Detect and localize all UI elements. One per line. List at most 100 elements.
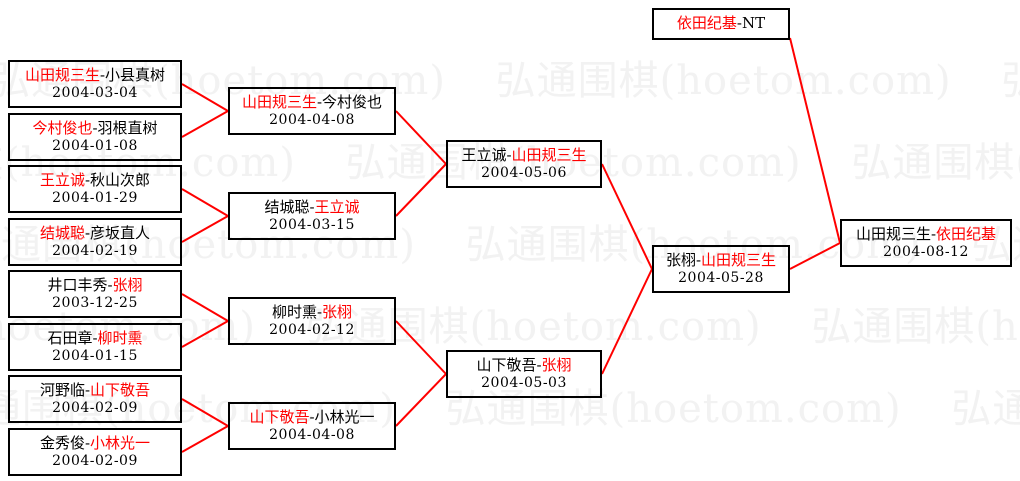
name-separator: - xyxy=(309,407,315,426)
player-loser: NT xyxy=(741,14,766,33)
connector-r1m7-r2m4 xyxy=(181,398,229,427)
player-loser: 张栩 xyxy=(665,250,696,269)
match-date: 2004-08-12 xyxy=(883,243,969,260)
match-players: 山田规三生-小县真树 xyxy=(24,65,166,85)
name-separator: - xyxy=(84,433,91,452)
match-date: 2004-02-12 xyxy=(269,321,355,338)
match-date: 2004-02-09 xyxy=(52,399,138,416)
player-winner: 张栩 xyxy=(541,355,572,374)
player-winner: 王立诚 xyxy=(314,197,360,216)
match-date: 2004-01-29 xyxy=(52,189,138,206)
name-separator: - xyxy=(930,224,937,243)
name-separator: - xyxy=(316,302,323,321)
match-box-r1m6[interactable]: 石田章-柳时熏 2004-01-15 xyxy=(8,323,182,371)
player-winner: 山下敬吾 xyxy=(249,407,310,426)
player-loser: 金秀俊 xyxy=(39,433,85,452)
player-winner: 山田规三生 xyxy=(24,65,100,84)
match-box-r4m1[interactable]: 张栩-山田规三生 2004-05-28 xyxy=(652,245,790,293)
player-loser: 山下敬吾 xyxy=(476,355,537,374)
match-box-r1m2[interactable]: 今村俊也-羽根直树 2004-01-08 xyxy=(8,113,182,161)
match-players: 结城聪-王立诚 xyxy=(264,197,360,217)
player-winner: 结城聪 xyxy=(39,223,85,242)
player-loser: 羽根直树 xyxy=(97,118,158,137)
match-date: 2004-03-15 xyxy=(269,216,355,233)
connector-r1m5-r2m3 xyxy=(181,293,229,322)
name-separator: - xyxy=(92,118,98,137)
match-players: 柳时熏-张栩 xyxy=(272,302,353,322)
name-separator: - xyxy=(99,65,106,84)
match-players: 结城聪-彦坂直人 xyxy=(39,223,151,243)
connector-r1m1-r2m1 xyxy=(181,83,229,112)
match-box-r2m2[interactable]: 结城聪-王立诚 2004-03-15 xyxy=(228,192,396,240)
match-box-r3m2[interactable]: 山下敬吾-张栩 2004-05-03 xyxy=(446,350,602,398)
match-date: 2004-02-09 xyxy=(52,452,138,469)
name-separator: - xyxy=(92,328,98,347)
name-separator: - xyxy=(107,275,113,294)
connector-r1m8-r2m4 xyxy=(181,425,229,453)
name-separator: - xyxy=(736,14,742,33)
match-players: 今村俊也-羽根直树 xyxy=(32,118,158,138)
connector-r4m1-r5m1 xyxy=(789,242,841,270)
connector-r1m3-r2m2 xyxy=(181,188,229,217)
player-loser: 河野临 xyxy=(39,380,85,399)
match-box-r1m5[interactable]: 井口丰秀-张栩 2003-12-25 xyxy=(8,270,182,318)
match-players: 张栩-山田规三生 xyxy=(665,250,776,270)
player-loser: 今村俊也 xyxy=(322,92,383,111)
match-box-r1m7[interactable]: 河野临-山下敬吾 2004-02-09 xyxy=(8,375,182,423)
match-date: 2004-05-06 xyxy=(481,164,567,181)
match-date: 2004-05-28 xyxy=(678,269,764,286)
match-date: 2004-01-08 xyxy=(52,137,138,154)
player-winner: 张栩 xyxy=(112,275,143,294)
match-date: 2004-02-19 xyxy=(52,242,138,259)
match-box-r2m3[interactable]: 柳时熏-张栩 2004-02-12 xyxy=(228,297,396,345)
player-winner: 山田规三生 xyxy=(511,145,587,164)
player-winner: 依田纪基 xyxy=(936,224,997,243)
player-loser: 结城聪 xyxy=(264,197,310,216)
match-box-seed[interactable]: 依田纪基-NT xyxy=(652,8,790,40)
connector-r2m3-r3m2 xyxy=(395,320,447,375)
match-box-r2m4[interactable]: 山下敬吾-小林光一 2004-04-08 xyxy=(228,402,396,450)
name-separator: - xyxy=(84,380,91,399)
name-separator: - xyxy=(695,250,702,269)
name-separator: - xyxy=(309,197,315,216)
match-box-r5m1[interactable]: 山田规三生-依田纪基 2004-08-12 xyxy=(840,219,1012,267)
match-box-r1m1[interactable]: 山田规三生-小县真树 2004-03-04 xyxy=(8,60,182,108)
name-separator: - xyxy=(506,145,512,164)
player-winner: 今村俊也 xyxy=(32,118,93,137)
match-date: 2003-12-25 xyxy=(52,294,138,311)
match-date: 2004-05-03 xyxy=(481,374,567,391)
match-players: 河野临-山下敬吾 xyxy=(39,380,150,400)
connector-seed-r5m1 xyxy=(789,37,841,244)
match-players: 山下敬吾-张栩 xyxy=(476,355,572,375)
match-box-r1m4[interactable]: 结城聪-彦坂直人 2004-02-19 xyxy=(8,218,182,266)
player-loser: 小县真树 xyxy=(105,65,166,84)
match-box-r1m3[interactable]: 王立诚-秋山次郎 2004-01-29 xyxy=(8,165,182,213)
match-players: 井口丰秀-张栩 xyxy=(47,275,143,295)
match-players: 山下敬吾-小林光一 xyxy=(249,407,375,427)
player-loser: 彦坂直人 xyxy=(90,223,151,242)
connector-r2m4-r3m2 xyxy=(395,373,447,427)
player-winner: 山田规三生 xyxy=(241,92,317,111)
match-players: 石田章-柳时熏 xyxy=(47,328,142,348)
player-winner: 张栩 xyxy=(322,302,353,321)
match-box-r3m1[interactable]: 王立诚-山田规三生 2004-05-06 xyxy=(446,140,602,188)
player-loser: 山田规三生 xyxy=(855,224,931,243)
match-box-r2m1[interactable]: 山田规三生-今村俊也 2004-04-08 xyxy=(228,87,396,135)
connector-r2m1-r3m1 xyxy=(395,110,447,165)
name-separator: - xyxy=(84,223,91,242)
player-loser: 石田章 xyxy=(47,328,93,347)
match-box-r1m8[interactable]: 金秀俊-小林光一 2004-02-09 xyxy=(8,428,182,476)
player-loser: 王立诚 xyxy=(461,145,507,164)
match-players: 山田规三生-依田纪基 xyxy=(855,224,997,244)
player-winner: 王立诚 xyxy=(39,170,85,189)
player-loser: 小林光一 xyxy=(314,407,375,426)
match-date: 2004-04-08 xyxy=(269,111,355,128)
match-players: 山田规三生-今村俊也 xyxy=(241,92,383,112)
match-date: 2004-01-15 xyxy=(52,347,138,364)
name-separator: - xyxy=(316,92,323,111)
match-date: 2004-03-04 xyxy=(52,84,138,101)
player-winner: 小林光一 xyxy=(90,433,151,452)
connector-r1m6-r2m3 xyxy=(181,320,229,348)
